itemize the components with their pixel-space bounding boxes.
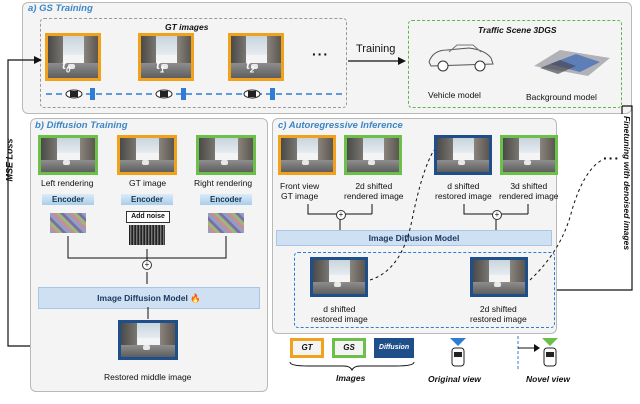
t1-label: t1 [156, 58, 165, 75]
encoder-right: Encoder [200, 194, 252, 205]
combine-node-c2: + [492, 210, 502, 220]
vehicle-model-label: Vehicle model [428, 90, 481, 100]
shifted-3d-rendered-image [500, 135, 558, 175]
legend-gt: GT [290, 338, 324, 358]
vehicle-model-icon [428, 44, 494, 72]
right-rendering-image [196, 135, 256, 175]
training-label: Training [356, 43, 396, 55]
background-model-label: Background model [526, 92, 597, 102]
t2-label: t2 [246, 58, 255, 75]
mse-loss-arrowhead [34, 56, 42, 64]
trajectory-line [46, 88, 342, 100]
car-icon-2 [243, 89, 261, 99]
restored-middle-label: Restored middle image [104, 372, 192, 382]
finetuning-loop [556, 105, 633, 291]
mse-loss-label: MSE Loss [4, 138, 15, 182]
shifted-2d-rendered-image [344, 135, 402, 175]
encoder-left: Encoder [42, 194, 94, 205]
legend-images-label: Images [336, 373, 366, 383]
gt-image-label: GT image [129, 178, 167, 188]
car-icon-1 [155, 89, 173, 99]
restored-middle-image [118, 320, 178, 360]
combine-node-b: + [142, 260, 152, 270]
background-model-icon [534, 50, 610, 76]
right-rendering-label: Right rendering [194, 178, 253, 188]
finetuning-label: Finetuning with denoised images [622, 115, 633, 251]
training-arrow [348, 57, 406, 65]
inference-ellipsis: ··· [603, 150, 620, 166]
legend-gs: GS [332, 338, 366, 358]
flame-icon: 🔥 [190, 293, 201, 303]
gt-frame-t0 [45, 33, 101, 81]
images-brace [289, 361, 415, 372]
t0-label: t0 [62, 58, 71, 75]
image-diffusion-model-c: Image Diffusion Model [276, 230, 552, 246]
image-diffusion-model-b: Image Diffusion Model 🔥 [38, 287, 260, 309]
left-rendering-image [38, 135, 98, 175]
idm-b-label: Image Diffusion Model [97, 293, 188, 303]
output-group-box [294, 252, 555, 328]
combine-node-c1: + [336, 210, 346, 220]
front-view-gt-image [278, 135, 336, 175]
gt-image [117, 135, 177, 175]
traffic-scene-box [408, 20, 622, 108]
noise-map [129, 225, 165, 245]
add-noise-box: Add noise [126, 211, 170, 223]
panel-b-title: b) Diffusion Training [35, 120, 128, 131]
d-shifted-restored-image [434, 135, 492, 175]
traffic-scene-title: Traffic Scene 3DGS [478, 25, 557, 35]
legend-novel-view: Novel view [526, 374, 570, 384]
right-feature-map [208, 213, 244, 233]
novel-view-icon [517, 336, 558, 370]
legend-diffusion: Diffusion [374, 338, 414, 358]
panel-c-title: c) Autoregressive Inference [278, 120, 403, 131]
feedback-curves [369, 149, 603, 281]
gt-images-label: GT images [165, 22, 209, 32]
car-icon-0 [65, 89, 83, 99]
legend-original-view: Original view [428, 374, 481, 384]
shifted-2d-output-image [470, 257, 528, 297]
left-rendering-label: Left rendering [41, 178, 94, 188]
d-shifted-output-image [310, 257, 368, 297]
frames-ellipsis: ··· [312, 46, 329, 62]
idm-b-output-arrow [147, 307, 149, 319]
encoder-middle: Encoder [121, 194, 173, 205]
original-view-icon [450, 338, 466, 367]
gt-frame-t1 [138, 33, 194, 81]
panel-a-title: a) GS Training [28, 3, 93, 14]
left-feature-map [50, 213, 86, 233]
gt-frame-t2 [228, 33, 284, 81]
gt-images-group [40, 18, 347, 108]
mse-loss-loop [7, 59, 40, 347]
